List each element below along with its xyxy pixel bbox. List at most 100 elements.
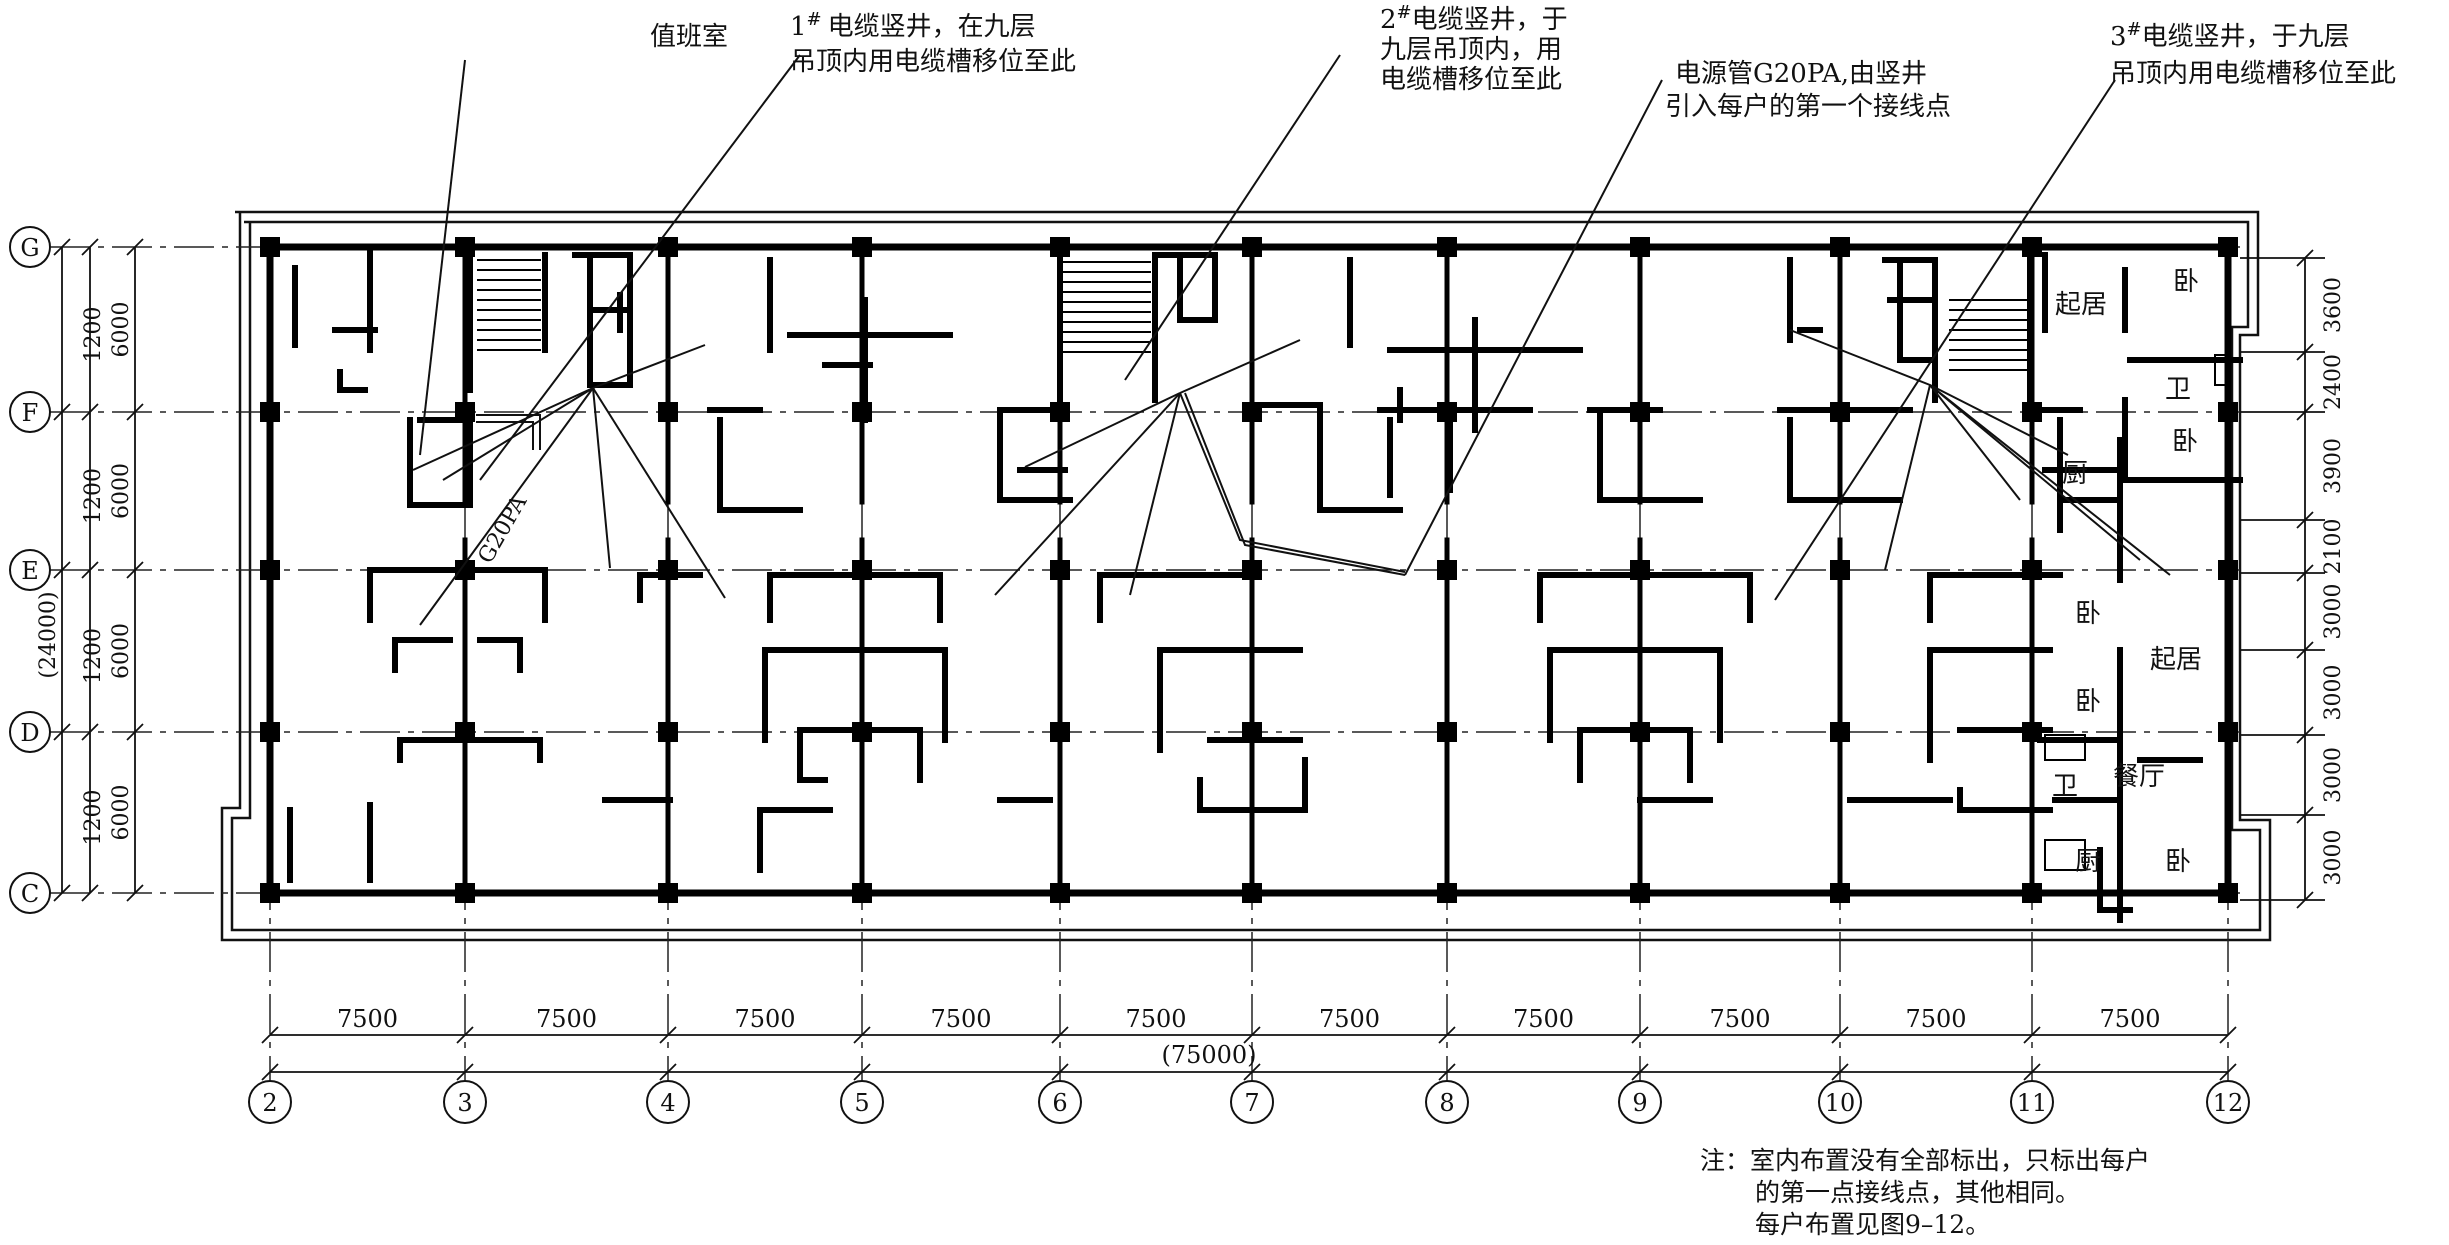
note-line-1: 注：室内布置没有全部标出，只标出每户 <box>1700 1146 2151 1175</box>
column <box>260 237 280 257</box>
shaft1-label-line1: 1#电缆竖井，在九层 <box>790 9 1036 42</box>
col-axis-bubble: 6 <box>1038 1080 1082 1124</box>
column <box>1050 237 1070 257</box>
col-axis-label: 2 <box>262 1089 277 1117</box>
bottom-dim-total: (75000) <box>1161 1041 1256 1069</box>
bottom-dim: 7500 <box>337 1005 398 1033</box>
building-outline <box>220 210 2272 942</box>
left-dim-total: (24000) <box>36 591 61 678</box>
right-dim: 3000 <box>2321 747 2346 803</box>
room-kitchen-2: 厨 <box>2075 847 2101 877</box>
bottom-dim: 7500 <box>930 1005 991 1033</box>
column <box>2022 237 2042 257</box>
column <box>1050 722 1070 742</box>
bottom-dim: 7500 <box>1905 1005 1966 1033</box>
column <box>2022 883 2042 903</box>
column <box>455 883 475 903</box>
col-axis-bubble: 4 <box>646 1080 690 1124</box>
column <box>2218 722 2238 742</box>
power-pipe-label-line2: 引入每户的第一个接线点 <box>1665 92 1951 122</box>
left-dim-outer: 6000 <box>109 302 134 358</box>
power-pipe-label-line1: 电源管G20PA,由竖井 <box>1675 59 1927 89</box>
column <box>1437 237 1457 257</box>
left-dim-inner: 1200 <box>81 307 106 363</box>
row-axis-label: D <box>20 719 39 747</box>
column <box>2218 560 2238 580</box>
right-dim: 2100 <box>2321 519 2346 575</box>
column <box>1830 722 1850 742</box>
row-axis-label: F <box>22 399 39 427</box>
column <box>852 883 872 903</box>
col-axis-bubble: 9 <box>1618 1080 1662 1124</box>
col-axis-label: 11 <box>2017 1089 2048 1117</box>
right-dim: 3900 <box>2321 438 2346 494</box>
col-axis-label: 8 <box>1439 1089 1454 1117</box>
left-dim-outer: 6000 <box>109 785 134 841</box>
right-dim: 3600 <box>2321 277 2346 333</box>
room-living-1: 起居 <box>2055 290 2107 320</box>
column <box>1437 560 1457 580</box>
column <box>1830 560 1850 580</box>
col-axis-label: 5 <box>854 1089 869 1117</box>
column <box>260 402 280 422</box>
column <box>1437 883 1457 903</box>
column <box>260 722 280 742</box>
room-living-2: 起居 <box>2150 645 2202 675</box>
col-axis-bubble: 10 <box>1818 1080 1862 1124</box>
shaft3-label-line2: 吊顶内用电缆槽移位至此 <box>2110 59 2396 89</box>
col-axis-bubble: 5 <box>840 1080 884 1124</box>
col-axis-bubble: 7 <box>1230 1080 1274 1124</box>
column <box>658 722 678 742</box>
col-axis-label: 3 <box>457 1089 472 1117</box>
room-bedroom-2: 卧 <box>2172 427 2198 457</box>
column <box>2218 883 2238 903</box>
row-axis-label: C <box>21 880 39 908</box>
bottom-dim: 7500 <box>1513 1005 1574 1033</box>
column <box>658 237 678 257</box>
bottom-dim: 7500 <box>1709 1005 1770 1033</box>
col-axis-bubble: 12 <box>2206 1080 2250 1124</box>
column <box>1830 883 1850 903</box>
dimension-lines <box>53 238 2325 1081</box>
duty-room-label: 值班室 <box>650 22 728 52</box>
row-axis-label: G <box>20 234 39 262</box>
row-axis-bubble: G <box>9 226 51 268</box>
room-bedroom-3: 卧 <box>2075 599 2101 629</box>
row-axis-bubble: D <box>9 711 51 753</box>
col-axis-bubble: 3 <box>443 1080 487 1124</box>
col-axis-label: 4 <box>660 1089 675 1117</box>
column <box>260 560 280 580</box>
room-bath-2: 卫 <box>2052 772 2078 802</box>
col-axis-label: 6 <box>1052 1089 1067 1117</box>
shaft3-label-line1: 3#电缆竖井，于九层 <box>2110 19 2350 52</box>
column <box>2218 402 2238 422</box>
room-kitchen-1: 厨 <box>2062 459 2088 489</box>
left-dim-inner: 1200 <box>81 468 106 524</box>
row-axis-bubble: F <box>9 391 51 433</box>
room-bedroom-5: 卧 <box>2165 847 2191 877</box>
column <box>1050 883 1070 903</box>
room-labels: 起居 卧 卫 卧 厨 卧 起居 卧 餐厅 卫 厨 卧 <box>2052 267 2202 877</box>
col-axis-bubble: 2 <box>248 1080 292 1124</box>
column <box>1630 237 1650 257</box>
column <box>1437 722 1457 742</box>
col-axis-bubble: 8 <box>1425 1080 1469 1124</box>
column <box>1050 560 1070 580</box>
column <box>2218 237 2238 257</box>
column <box>260 883 280 903</box>
bottom-dim: 7500 <box>2099 1005 2160 1033</box>
bottom-dim: 7500 <box>536 1005 597 1033</box>
shaft1-label-line2: 吊顶内用电缆槽移位至此 <box>790 47 1076 77</box>
column <box>1242 883 1262 903</box>
right-dim: 3000 <box>2321 830 2346 886</box>
note-line-2: 的第一点接线点，其他相同。 <box>1755 1178 2081 1207</box>
column <box>1830 237 1850 257</box>
right-dim: 3000 <box>2321 665 2346 721</box>
shaft2-label-line2: 九层吊顶内，用 <box>1380 35 1562 65</box>
col-axis-label: 7 <box>1244 1089 1259 1117</box>
shaft2-label-line1: 2#电缆竖井，于 <box>1380 2 1568 35</box>
col-axis-label: 10 <box>1825 1089 1856 1117</box>
room-bedroom-1: 卧 <box>2173 267 2199 297</box>
